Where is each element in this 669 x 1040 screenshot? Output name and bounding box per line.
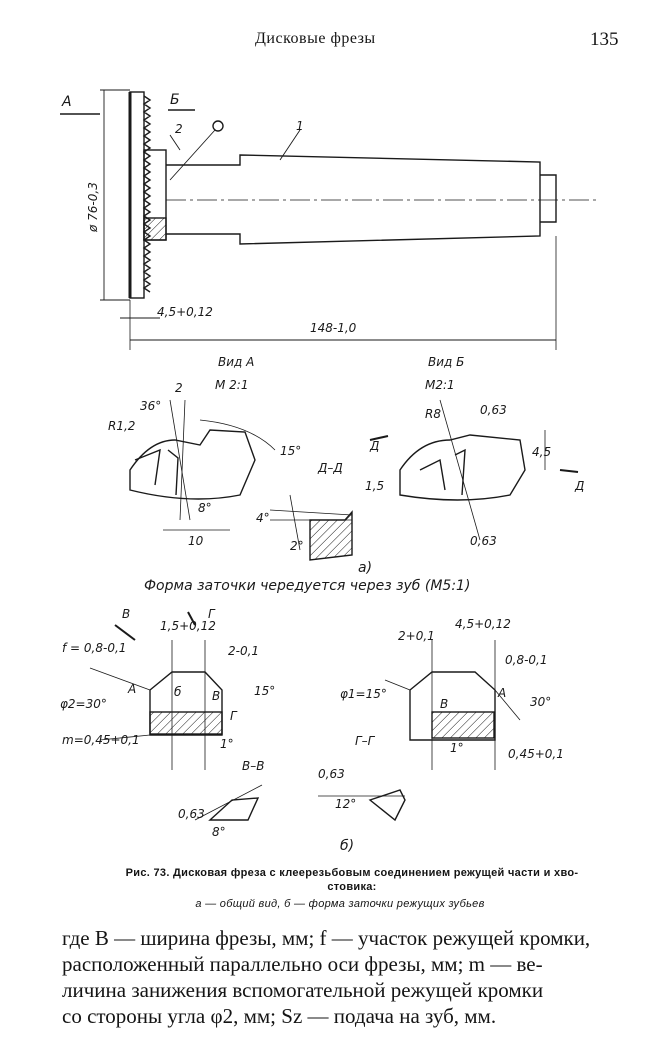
view-a-title: Вид А bbox=[218, 355, 254, 369]
subfigure-a-label: а) bbox=[358, 560, 372, 576]
view-b-title: Вид Б bbox=[428, 355, 464, 369]
br-ang12: 12° bbox=[335, 797, 356, 811]
bl-f: f = 0,8-0,1 bbox=[62, 641, 126, 655]
body-line-4: со стороны угла φ2, мм; Sz — подача на з… bbox=[62, 1004, 497, 1028]
technical-drawing: A Б 1 2 ø 76-0,3 4,5+0,12 148-1,0 Вид А … bbox=[60, 89, 600, 854]
bl-rel: 2-0,1 bbox=[228, 644, 259, 658]
body-line-3: личина занижения вспомогательной режущей… bbox=[62, 978, 544, 1002]
section-d-dim: 1,5 bbox=[365, 479, 384, 493]
bl-m: m=0,45+0,1 bbox=[62, 733, 140, 747]
view-a-dim: 10 bbox=[188, 534, 204, 548]
br-ang30: 30° bbox=[530, 695, 551, 709]
view-a-num: 2 bbox=[175, 381, 183, 395]
br-dim: 0,63 bbox=[318, 767, 345, 781]
bl-v-label: В bbox=[122, 607, 130, 621]
br-dim1: 2+0,1 bbox=[398, 629, 435, 643]
bl-ang8: 8° bbox=[212, 825, 226, 839]
view-b-arrow-label: Б bbox=[170, 92, 180, 108]
figure-caption: Рис. 73. Дисковая фреза с клеерезьбовым … bbox=[92, 866, 612, 894]
view-a-arrow-label: A bbox=[61, 94, 72, 110]
width-label: 4,5+0,12 bbox=[157, 305, 213, 319]
section-d-arrow: Д bbox=[369, 439, 379, 453]
br-b: В bbox=[440, 697, 448, 711]
part-1-label: 1 bbox=[296, 119, 304, 133]
bl-ang1: 1° bbox=[220, 737, 234, 751]
bl-bb: В bbox=[212, 689, 220, 703]
page-number: 135 bbox=[590, 29, 619, 50]
body-line-1: где B — ширина фрезы, мм; f — участок ре… bbox=[62, 926, 591, 950]
bl-b: б bbox=[174, 685, 182, 699]
bl-g-label: Г bbox=[208, 607, 216, 621]
view-b-dim3: 0,63 bbox=[470, 534, 497, 548]
bl-a: А bbox=[127, 682, 136, 696]
caption-line-1: Рис. 73. Дисковая фреза с клеерезьбовым … bbox=[125, 867, 579, 879]
sharpening-note: Форма заточки чередуется через зуб (М5:1… bbox=[144, 578, 470, 594]
bl-gg: Г bbox=[230, 709, 238, 723]
br-section: Г–Г bbox=[355, 734, 376, 748]
br-dim3: 0,8-0,1 bbox=[505, 653, 548, 667]
view-b-arrow: Д bbox=[574, 479, 584, 493]
bl-ang: 15° bbox=[254, 684, 275, 698]
br-phi1: φ1=15° bbox=[340, 687, 387, 701]
section-d-angle2: 2° bbox=[290, 539, 304, 553]
bl-section: В–В bbox=[242, 759, 264, 773]
body-paragraph: где B — ширина фрезы, мм; f — участок ре… bbox=[62, 925, 618, 1029]
view-a-scale: М 2:1 bbox=[215, 378, 248, 392]
subfigure-b-label: б) bbox=[340, 838, 354, 854]
view-a-angle: 36° bbox=[140, 399, 161, 413]
view-a-radius: R1,2 bbox=[108, 419, 135, 433]
section-d-angle1: 4° bbox=[256, 511, 270, 525]
view-b-dim1: 0,63 bbox=[480, 403, 507, 417]
length-label: 148-1,0 bbox=[310, 321, 357, 335]
bl-phi2: φ2=30° bbox=[60, 697, 107, 711]
view-a-angle2: 15° bbox=[280, 444, 301, 458]
br-a: А bbox=[497, 686, 506, 700]
bl-dim: 0,63 bbox=[178, 807, 205, 821]
section-d-title: Д–Д bbox=[317, 461, 343, 475]
part-2-label: 2 bbox=[175, 122, 183, 136]
view-b-radius: R8 bbox=[425, 407, 441, 421]
view-a-angle3: 8° bbox=[198, 501, 212, 515]
caption-line-2: стовика: bbox=[327, 881, 377, 893]
caption-legend: а — общий вид, б — форма заточки режущих… bbox=[195, 898, 485, 910]
br-dim4: 0,45+0,1 bbox=[508, 747, 564, 761]
bl-width: 1,5+0,12 bbox=[160, 619, 216, 633]
view-b-scale: М2:1 bbox=[425, 378, 455, 392]
br-ang1: 1° bbox=[450, 741, 464, 755]
body-line-2: расположенный параллельно оси фрезы, мм;… bbox=[62, 952, 543, 976]
diameter-label: ø 76-0,3 bbox=[86, 182, 100, 233]
view-b-dim2: 4,5 bbox=[532, 445, 551, 459]
running-header-title: Дисковые фрезы bbox=[255, 30, 376, 47]
br-dim2: 4,5+0,12 bbox=[455, 617, 511, 631]
